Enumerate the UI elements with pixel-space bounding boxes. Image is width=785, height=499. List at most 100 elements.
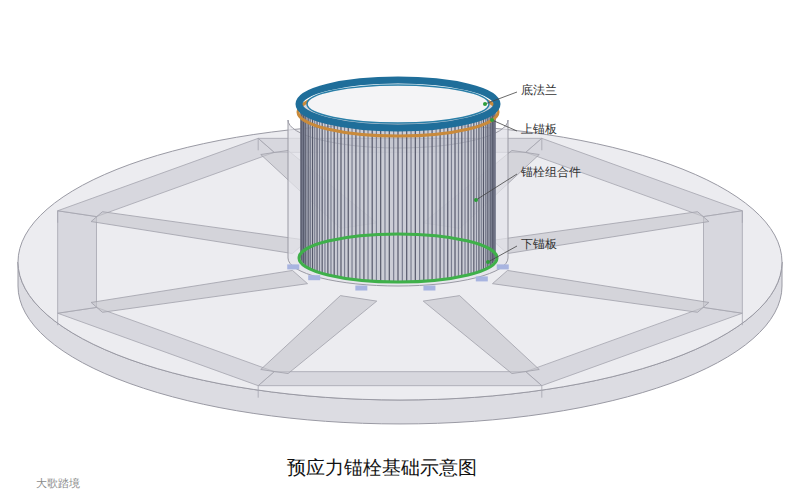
part-label: 下锚板: [521, 237, 557, 251]
anchor-bolt: [410, 128, 411, 282]
caption: 预应力锚栓基础示意图: [287, 455, 477, 481]
leader-line: [492, 120, 517, 131]
anchor-bolt: [308, 113, 309, 267]
anchor-bolt: [468, 121, 469, 275]
anchor-bolt: [305, 111, 306, 265]
anchor-bolt: [406, 128, 407, 282]
beam-edge: [541, 138, 542, 150]
radial-rib: [91, 212, 307, 254]
beam-edge: [258, 386, 259, 398]
anchor-bolt: [334, 122, 335, 276]
anchor-bolt: [431, 126, 432, 280]
beam-edge: [57, 313, 58, 325]
radial-rib: [91, 270, 307, 312]
beam-edge: [742, 313, 743, 325]
anchor-bolt: [476, 118, 477, 272]
ring-beam: [58, 211, 97, 313]
anchor-bolt: [478, 117, 479, 271]
anchor-bolt: [402, 128, 403, 282]
anchor-bolt: [314, 116, 315, 270]
support-pad: [287, 264, 299, 269]
ring-beam: [258, 372, 542, 386]
anchor-bolt: [464, 121, 465, 275]
lower-anchor-plate: [299, 234, 497, 282]
anchor-bolt: [443, 125, 444, 279]
anchor-bolt: [337, 123, 338, 277]
anchor-bolt: [330, 121, 331, 275]
anchor-bolt: [303, 109, 304, 263]
leader-line: [476, 174, 517, 200]
anchor-bolt: [461, 122, 462, 276]
anchor-bolt: [487, 113, 488, 267]
flange-inner: [307, 85, 489, 123]
anchor-bolt: [359, 126, 360, 280]
leader-dot: [474, 198, 478, 202]
anchor-bolt: [363, 126, 364, 280]
beam-edge: [541, 386, 542, 398]
beam-edge: [258, 138, 259, 150]
leader-dot: [483, 102, 487, 106]
beam-edge: [742, 211, 743, 223]
radial-rib: [423, 296, 539, 374]
anchor-bolt: [389, 128, 390, 282]
anchor-bolt: [481, 116, 482, 270]
anchor-bolt: [304, 110, 305, 264]
anchor-bolt: [415, 128, 416, 282]
radial-rib: [492, 212, 708, 254]
anchor-bolt: [316, 117, 317, 271]
anchor-bolt: [307, 112, 308, 266]
ring-beam: [58, 138, 275, 216]
support-pad: [476, 276, 488, 281]
anchor-bolt: [372, 127, 373, 281]
anchor-bolt: [491, 110, 492, 264]
anchor-bolt: [355, 126, 356, 280]
ring-beam: [58, 307, 275, 385]
anchor-bolt: [319, 118, 320, 272]
radial-rib: [261, 296, 377, 374]
anchor-bolt: [427, 127, 428, 281]
anchor-bolt: [376, 127, 377, 281]
base-flange: [299, 80, 497, 128]
anchor-bolt: [324, 120, 325, 274]
anchor-bolt: [451, 124, 452, 278]
support-pad: [497, 264, 509, 269]
part-label: 锚栓组合件: [521, 165, 581, 179]
leader-line: [488, 246, 517, 262]
anchor-bolt: [436, 126, 437, 280]
ring-beam: [704, 211, 743, 313]
anchor-bolt: [439, 126, 440, 280]
radial-rib: [492, 270, 708, 312]
anchor-bolt: [458, 123, 459, 277]
anchor-bolt: [473, 119, 474, 273]
anchor-bolt: [488, 112, 489, 266]
anchor-bolt: [494, 104, 495, 258]
anchor-bolt: [454, 123, 455, 277]
anchor-bolt: [470, 120, 471, 274]
support-pad: [308, 275, 320, 280]
anchor-bolt: [384, 128, 385, 282]
part-label: 上锚板: [521, 122, 557, 136]
anchor-bolt: [351, 125, 352, 279]
anchor-bolt: [393, 128, 394, 282]
anchor-bolt: [367, 127, 368, 281]
anchor-bolt: [380, 128, 381, 282]
support-pad: [355, 286, 367, 291]
anchor-bolt: [348, 125, 349, 279]
anchor-bolt: [490, 111, 491, 265]
leader-dot: [490, 118, 494, 122]
anchor-bolt: [419, 127, 420, 281]
anchor-bolt: [397, 128, 398, 282]
anchor-bolt: [447, 125, 448, 279]
leader-dot: [486, 260, 490, 264]
beam-edge: [57, 211, 58, 223]
leader-line: [485, 92, 517, 104]
anchor-bolt: [327, 121, 328, 275]
ring-beam: [526, 307, 743, 385]
anchor-bolt: [423, 127, 424, 281]
part-label: 底法兰: [521, 83, 557, 97]
anchor-bolt: [322, 119, 323, 273]
support-pad: [423, 286, 435, 291]
anchor-bolt: [340, 123, 341, 277]
anchor-bolt: [344, 124, 345, 278]
